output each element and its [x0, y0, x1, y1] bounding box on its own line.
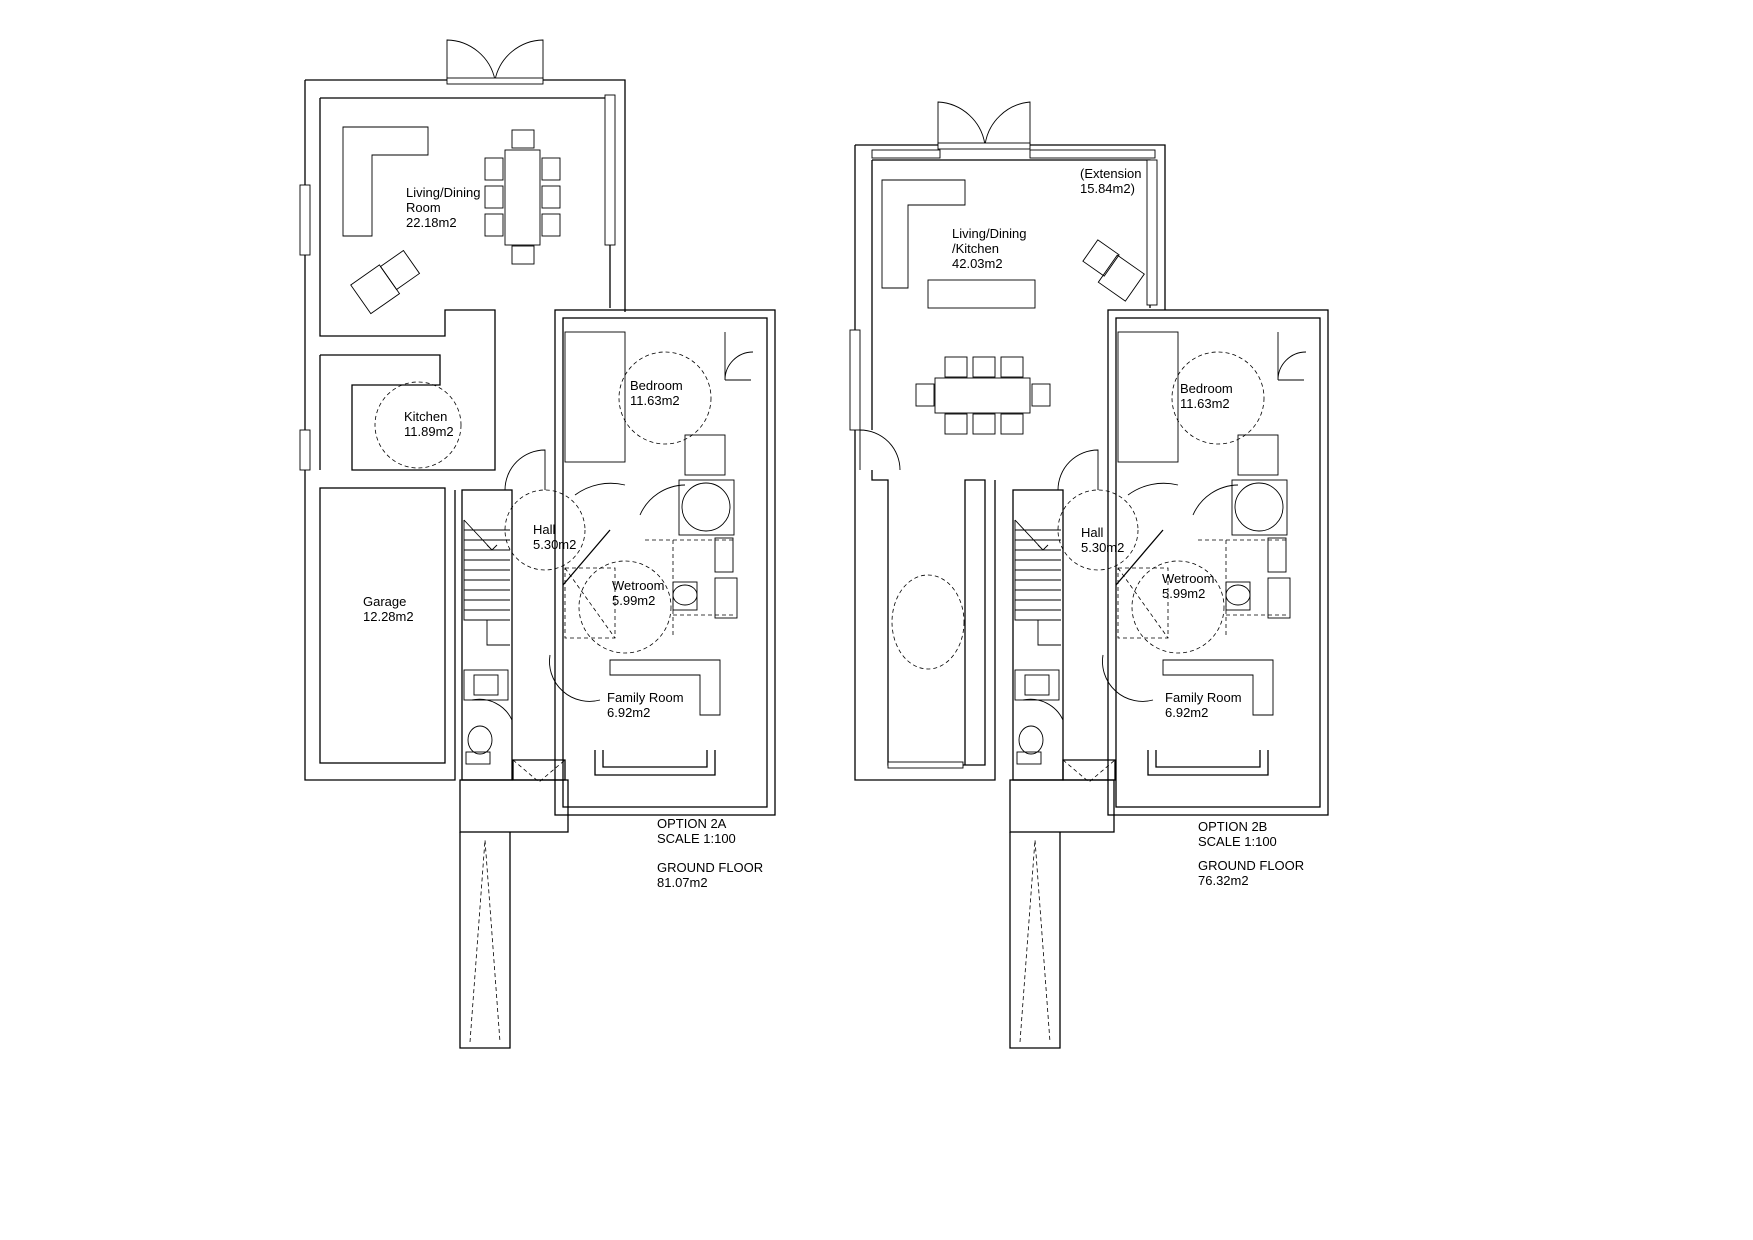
- option-2a-total: 81.07m2: [657, 875, 708, 890]
- family-room-area-2b: 6.92m2: [1165, 705, 1208, 720]
- living-dining-area: 22.18m2: [406, 215, 457, 230]
- hall-area: 5.30m2: [533, 537, 576, 552]
- option-2b-floor: GROUND FLOOR: [1198, 858, 1304, 873]
- family-room-label-2b: Family Room: [1165, 690, 1242, 705]
- option-2b-title: OPTION 2B: [1198, 819, 1267, 834]
- garage-label: Garage: [363, 594, 406, 609]
- extension-area: 15.84m2): [1080, 181, 1135, 196]
- bedroom-area: 11.63m2: [630, 393, 680, 408]
- living-dining-kitchen-area: 42.03m2: [952, 256, 1003, 271]
- living-dining-kitchen-label: Living/Dining: [952, 226, 1026, 241]
- bedroom-label: Bedroom: [630, 378, 683, 393]
- hall-area-2b: 5.30m2: [1081, 540, 1124, 555]
- wetroom-area-2b: 5.99m2: [1162, 586, 1205, 601]
- living-dining-label-2: Room: [406, 200, 441, 215]
- option-2a-floor: GROUND FLOOR: [657, 860, 763, 875]
- living-dining-kitchen-label-2: /Kitchen: [952, 241, 999, 256]
- option-2b-scale: SCALE 1:100: [1198, 834, 1277, 849]
- option-2a-plan: [299, 39, 776, 1049]
- kitchen-area: 11.89m2: [404, 424, 454, 439]
- option-2a-scale: SCALE 1:100: [657, 831, 736, 846]
- bedroom-label-2b: Bedroom: [1180, 381, 1233, 396]
- hall-label-2b: Hall: [1081, 525, 1104, 540]
- family-room-label: Family Room: [607, 690, 684, 705]
- garage-area: 12.28m2: [363, 609, 414, 624]
- wetroom-label-2b: Wetroom: [1162, 571, 1215, 586]
- wetroom-label: Wetroom: [612, 578, 665, 593]
- option-2a-title: OPTION 2A: [657, 816, 727, 831]
- hall-label: Hall: [533, 522, 556, 537]
- bedroom-area-2b: 11.63m2: [1180, 396, 1230, 411]
- option-2b-total: 76.32m2: [1198, 873, 1249, 888]
- family-room-area: 6.92m2: [607, 705, 650, 720]
- wetroom-area: 5.99m2: [612, 593, 655, 608]
- extension-label: (Extension: [1080, 166, 1141, 181]
- kitchen-label: Kitchen: [404, 409, 447, 424]
- living-dining-label: Living/Dining: [406, 185, 480, 200]
- option-2b-plan: [849, 101, 1329, 1049]
